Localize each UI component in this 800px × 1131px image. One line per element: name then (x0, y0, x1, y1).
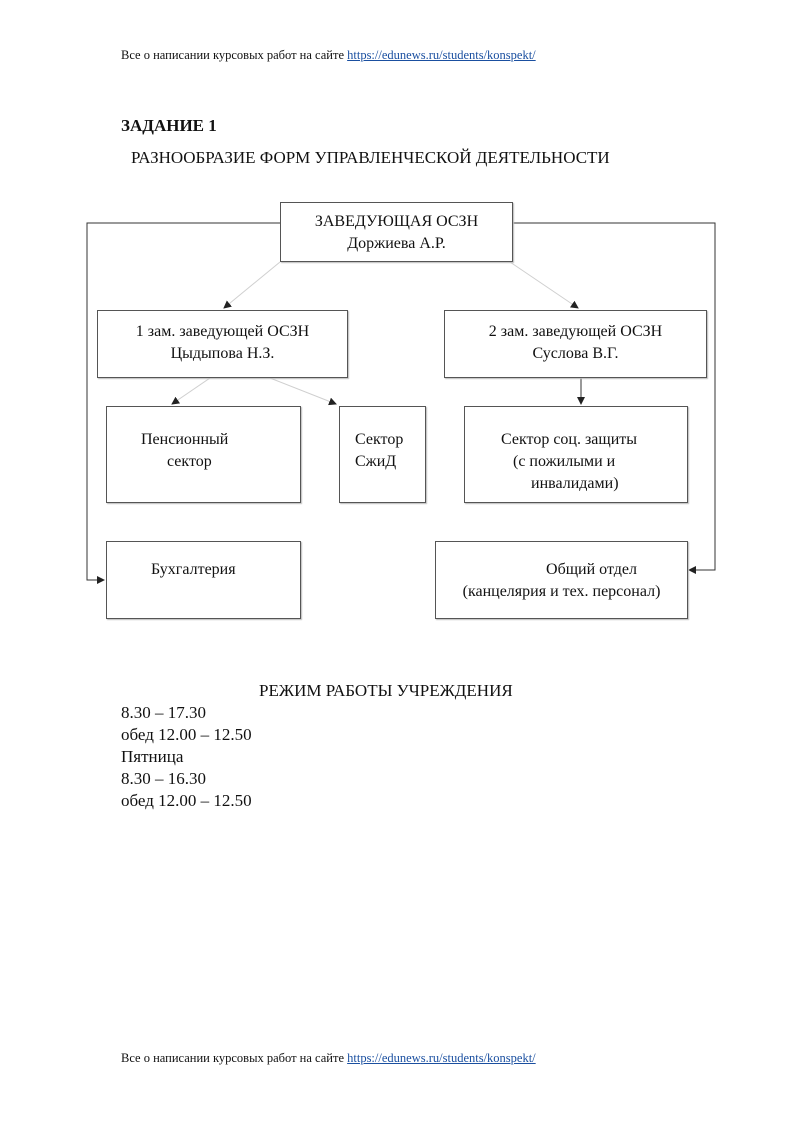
deputy2-title: 2 зам. заведующей ОСЗН (488, 323, 663, 340)
connector-head-general (513, 222, 716, 574)
social-line2: (с пожилыми и (513, 453, 616, 470)
org-box-pension-sector: Пенсионный сектор (106, 406, 301, 503)
org-box-accounting: Бухгалтерия (106, 541, 301, 619)
footer-note: Все о написании курсовых работ на сайте … (121, 1051, 536, 1066)
connector-deputy1-pension (171, 377, 211, 405)
footer-text: Все о написании курсовых работ на сайте (121, 1051, 344, 1065)
footer-link[interactable]: https://edunews.ru/students/konspekt/ (347, 1051, 536, 1065)
connector-head-deputy2 (509, 261, 579, 309)
szhid-line2: СжиД (355, 453, 397, 470)
org-box-deputy1: 1 зам. заведующей ОСЗН Цыдыпова Н.З. (97, 310, 348, 378)
deputy1-title: 1 зам. заведующей ОСЗН (135, 323, 310, 340)
header-text: Все о написании курсовых работ на сайте (121, 48, 344, 62)
org-box-deputy2: 2 зам. заведующей ОСЗН Суслова В.Г. (444, 310, 707, 378)
schedule-list: 8.30 – 17.30 обед 12.00 – 12.50 Пятница … (121, 702, 252, 812)
org-box-social-sector: Сектор соц. защиты (с пожилыми и инвалид… (464, 406, 688, 503)
connector-deputy1-szhid (269, 377, 337, 406)
task-title: ЗАДАНИЕ 1 (121, 116, 217, 135)
social-line1: Сектор соц. защиты (501, 431, 638, 448)
accounting-label: Бухгалтерия (151, 561, 236, 578)
org-box-szhid-sector: Сектор СжиД (339, 406, 426, 503)
schedule-line: 8.30 – 16.30 (121, 769, 206, 788)
social-line3: инвалидами) (531, 475, 619, 492)
org-box-head: ЗАВЕДУЮЩАЯ ОСЗН Доржиева А.Р. (280, 202, 513, 262)
header-link[interactable]: https://edunews.ru/students/konspekt/ (347, 48, 536, 62)
connector-head-accounting (86, 222, 280, 584)
schedule-line: обед 12.00 – 12.50 (121, 725, 252, 744)
pension-line1: Пенсионный (141, 431, 229, 448)
deputy1-name: Цыдыпова Н.З. (170, 345, 275, 362)
head-name: Доржиева А.Р. (347, 235, 446, 252)
connector-head-deputy1 (223, 261, 281, 309)
pension-line2: сектор (167, 453, 212, 470)
header-note: Все о написании курсовых работ на сайте … (121, 48, 536, 63)
schedule-line: обед 12.00 – 12.50 (121, 791, 252, 810)
task-subtitle: РАЗНООБРАЗИЕ ФОРМ УПРАВЛЕНЧЕСКОЙ ДЕЯТЕЛЬ… (131, 148, 610, 167)
org-box-general-department: Общий отдел (канцелярия и тех. персонал) (435, 541, 688, 619)
general-line2: (канцелярия и тех. персонал) (462, 583, 661, 600)
schedule-line: Пятница (121, 747, 184, 766)
general-line1: Общий отдел (546, 561, 637, 578)
schedule-title: РЕЖИМ РАБОТЫ УЧРЕЖДЕНИЯ (259, 681, 513, 700)
szhid-line1: Сектор (355, 431, 404, 448)
head-title: ЗАВЕДУЮЩАЯ ОСЗН (314, 213, 479, 230)
schedule-line: 8.30 – 17.30 (121, 703, 206, 722)
deputy2-name: Суслова В.Г. (532, 345, 619, 362)
